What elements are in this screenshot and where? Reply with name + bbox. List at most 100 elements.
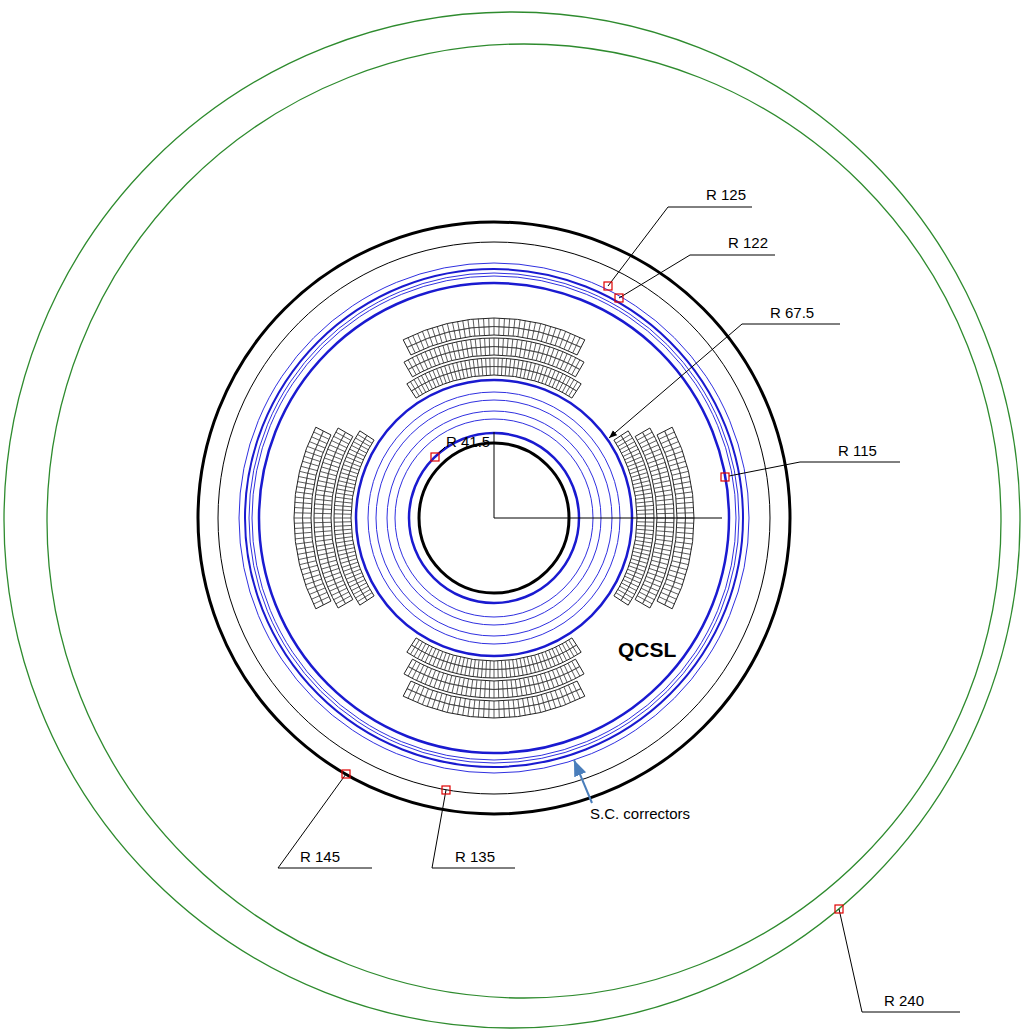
coil-turn xyxy=(646,453,662,459)
coil-turn xyxy=(485,358,487,375)
coil-turn xyxy=(296,542,313,544)
coil-turn xyxy=(650,467,666,472)
coil-turn xyxy=(453,656,457,672)
coil-turn xyxy=(463,320,466,337)
coil-turn xyxy=(494,358,495,375)
coil-layer xyxy=(294,427,331,609)
coil-turn xyxy=(315,535,332,537)
coil-turn xyxy=(298,556,315,560)
coil-turn xyxy=(302,461,318,466)
coil-turn xyxy=(661,437,677,444)
coil-turn xyxy=(483,701,485,718)
coil-turn xyxy=(555,691,561,707)
coil-turn xyxy=(475,339,477,356)
coil-turn xyxy=(572,661,580,676)
coil-turn xyxy=(508,319,509,336)
coil-turn xyxy=(656,495,673,497)
coil-turn xyxy=(334,513,351,514)
coil-turn xyxy=(520,361,523,378)
coil-turn xyxy=(536,344,540,360)
coil-turn xyxy=(443,345,448,361)
coil-turn xyxy=(618,438,633,447)
coil-turn xyxy=(675,487,692,490)
coil-turn xyxy=(540,674,545,690)
coil-turn xyxy=(323,568,339,573)
coil-turn xyxy=(457,362,461,379)
coil-turn xyxy=(516,659,519,676)
coil-turn xyxy=(676,502,693,503)
coil-turn xyxy=(311,592,327,599)
coil-turn xyxy=(337,485,354,489)
coil-turn xyxy=(412,663,420,678)
coil-turn xyxy=(657,508,674,510)
coil-turn xyxy=(488,701,489,718)
coil-turn xyxy=(623,580,638,587)
coil-turn xyxy=(498,338,499,355)
corrector-ring xyxy=(249,273,739,763)
coil-turn xyxy=(432,692,437,708)
coil-turn xyxy=(449,365,454,381)
coil-turn xyxy=(463,699,466,716)
coil-turn xyxy=(671,466,687,470)
radius-line xyxy=(494,518,722,519)
coil-turn xyxy=(676,537,693,539)
coil-turn xyxy=(321,564,337,569)
coil-turn xyxy=(461,658,465,675)
coil-turn xyxy=(672,471,689,475)
coil-turn xyxy=(461,678,464,695)
coil-turn xyxy=(318,481,335,485)
coil-turn xyxy=(673,556,690,560)
coil-turn xyxy=(432,328,437,344)
coil-turn xyxy=(673,476,690,480)
coil-turn xyxy=(661,592,677,599)
coil-turn xyxy=(316,490,333,493)
coil-block xyxy=(294,427,374,609)
coil-turn xyxy=(538,654,543,670)
coil-turn xyxy=(519,679,522,696)
coil-turn xyxy=(513,660,515,677)
coil-turn xyxy=(509,660,511,677)
coil-turn xyxy=(301,466,317,470)
coil-turn xyxy=(341,559,357,564)
coil-turn xyxy=(296,492,313,494)
coil-turn xyxy=(653,481,670,485)
coil-turn xyxy=(667,579,683,585)
coil-turn xyxy=(408,683,415,698)
coil-turn xyxy=(342,562,358,567)
coil-turn xyxy=(336,493,353,496)
coil-turn xyxy=(505,661,506,678)
coil-turn xyxy=(528,342,532,359)
coil-turn xyxy=(314,513,331,514)
coil-turn xyxy=(442,695,446,711)
coil-turn xyxy=(473,319,475,336)
coil-turn xyxy=(334,505,351,506)
coil-turn xyxy=(413,685,420,701)
coil-turn xyxy=(297,551,314,554)
coil-turn xyxy=(636,537,653,539)
coil-turn xyxy=(489,338,490,355)
coil-turn xyxy=(350,449,365,456)
coil-turn xyxy=(564,333,571,349)
coil-turn xyxy=(531,363,535,379)
coil-turn xyxy=(473,660,475,677)
coil-turn xyxy=(497,661,498,678)
coil-turn xyxy=(635,540,652,543)
coil-turn xyxy=(294,527,311,529)
coil-turn xyxy=(427,329,433,345)
radius-dimension: R 115 xyxy=(838,442,877,460)
coil-turn xyxy=(653,552,670,556)
coil-turn xyxy=(621,445,636,453)
coil-turn xyxy=(674,482,691,485)
coil-turn xyxy=(669,570,685,575)
coil-turn xyxy=(654,485,671,488)
coil-turn xyxy=(298,476,315,480)
coil-turn xyxy=(480,339,481,356)
coil-turn xyxy=(649,568,665,573)
coil-turn xyxy=(452,676,456,693)
coil-turn xyxy=(313,597,328,604)
coil-turn xyxy=(573,683,580,698)
coil-turn xyxy=(648,572,664,578)
coil-turn xyxy=(300,561,317,565)
coil-turn xyxy=(324,572,340,578)
